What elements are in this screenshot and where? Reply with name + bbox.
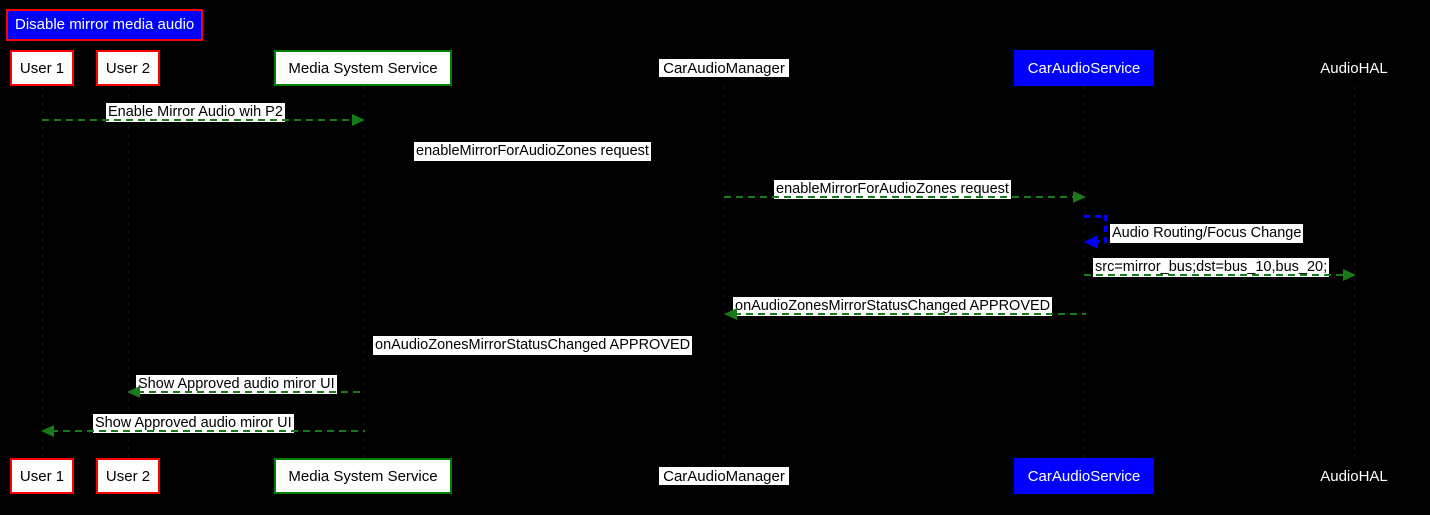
participant-user1-footer[interactable]: User 1 xyxy=(10,458,74,494)
message-label-m8: Show Approved audio miror UI xyxy=(136,375,337,394)
participant-label: AudioHAL xyxy=(1320,59,1388,77)
lifeline-user1 xyxy=(42,86,43,458)
self-loop-top-segment xyxy=(1084,215,1107,218)
participant-label: User 2 xyxy=(105,467,151,485)
self-loop-right-segment xyxy=(1104,215,1107,243)
arrow-shaft xyxy=(724,196,1076,198)
arrow-shaft xyxy=(734,313,1086,315)
lifeline-cas xyxy=(1084,86,1085,458)
participant-label: CarAudioService xyxy=(1027,59,1141,77)
participant-label: CarAudioManager xyxy=(663,59,785,77)
participant-user2-footer[interactable]: User 2 xyxy=(96,458,160,494)
participant-label: User 2 xyxy=(105,59,151,77)
arrow-shaft xyxy=(137,391,365,393)
message-arrow-m3 xyxy=(724,191,1086,203)
message-label-m7: onAudioZonesMirrorStatusChanged APPROVED xyxy=(373,336,693,355)
arrowhead xyxy=(352,114,365,126)
participant-label: User 1 xyxy=(19,467,65,485)
arrowhead xyxy=(41,425,54,437)
participant-cam-header[interactable]: CarAudioManager xyxy=(659,59,789,77)
participant-cas-header[interactable]: CarAudioService xyxy=(1014,50,1154,86)
message-label-m6: onAudioZonesMirrorStatusChanged APPROVED xyxy=(733,297,1053,316)
message-label-m5: src=mirror_bus;dst=bus_10,bus_20; xyxy=(1093,258,1330,277)
participant-label: Media System Service xyxy=(288,59,438,77)
message-arrow-m6 xyxy=(724,308,1086,320)
message-arrow-m9 xyxy=(41,425,365,437)
participant-mss-header[interactable]: Media System Service xyxy=(274,50,452,86)
participant-hal-header[interactable]: AudioHAL xyxy=(1315,59,1393,77)
message-label-m3: enableMirrorForAudioZones request xyxy=(774,180,1011,199)
participant-cas-footer[interactable]: CarAudioService xyxy=(1014,458,1154,494)
arrowhead xyxy=(1343,269,1356,281)
arrowhead xyxy=(127,386,140,398)
arrow-shaft xyxy=(1084,274,1346,276)
arrow-shaft xyxy=(51,430,365,432)
participant-label: AudioHAL xyxy=(1320,467,1388,485)
message-arrow-m8 xyxy=(127,386,365,398)
message-arrow-m5 xyxy=(1084,269,1356,281)
message-label-m1: Enable Mirror Audio wih P2 xyxy=(106,103,285,122)
message-label-m4: Audio Routing/Focus Change xyxy=(1110,224,1304,243)
arrow-shaft xyxy=(42,119,355,121)
lifeline-user2 xyxy=(128,86,129,458)
self-loop-bottom-segment xyxy=(1094,240,1107,243)
message-arrow-m1 xyxy=(42,114,365,126)
participant-cam-footer[interactable]: CarAudioManager xyxy=(659,467,789,485)
self-message-m4 xyxy=(1084,215,1111,251)
lifeline-mss xyxy=(363,86,364,458)
participant-mss-footer[interactable]: Media System Service xyxy=(274,458,452,494)
arrowhead xyxy=(724,308,737,320)
message-label-m9: Show Approved audio miror UI xyxy=(93,414,294,433)
participant-label: Media System Service xyxy=(288,467,438,485)
participant-user1-header[interactable]: User 1 xyxy=(10,50,74,86)
participant-user2-header[interactable]: User 2 xyxy=(96,50,160,86)
participant-hal-footer[interactable]: AudioHAL xyxy=(1315,467,1393,485)
lifeline-cam xyxy=(724,86,725,458)
self-loop-arrowhead xyxy=(1084,235,1098,249)
arrowhead xyxy=(1073,191,1086,203)
diagram-title-badge: Disable mirror media audio xyxy=(6,9,204,41)
message-label-m2: enableMirrorForAudioZones request xyxy=(414,142,651,161)
participant-label: CarAudioService xyxy=(1027,467,1141,485)
participant-label: User 1 xyxy=(19,59,65,77)
participant-label: CarAudioManager xyxy=(663,467,785,485)
